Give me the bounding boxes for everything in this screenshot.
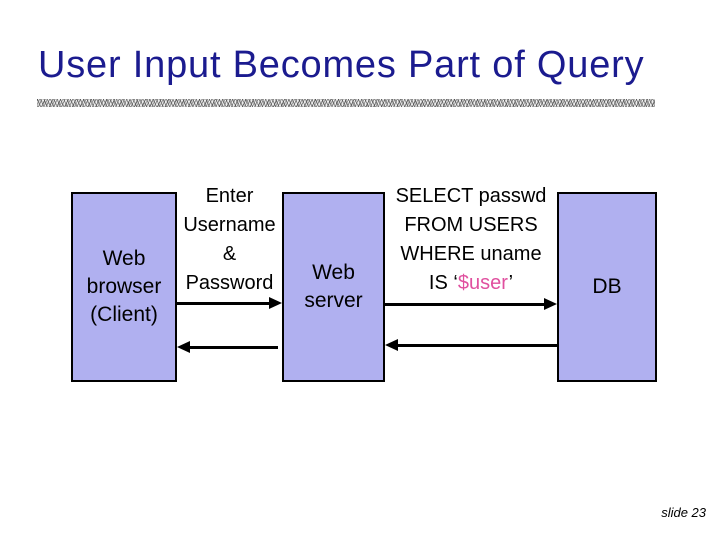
node-web-server: Web server <box>282 192 385 382</box>
message-credentials-line: & <box>222 243 237 265</box>
message-sql-query: SELECT passwd FROM USERS WHERE uname IS … <box>385 182 557 298</box>
message-credentials: Enter Username & Password <box>172 182 287 298</box>
node-web-browser-line: browser <box>86 275 162 298</box>
node-db: DB <box>557 192 657 382</box>
sql-query-prefix: IS ‘ <box>428 272 458 294</box>
arrow-db-to-server-line <box>398 344 557 347</box>
message-credentials-line: Enter <box>205 185 254 207</box>
node-web-browser: Web browser (Client) <box>71 192 177 382</box>
arrow-server-to-db-line <box>385 303 544 306</box>
message-sql-query-line: WHERE uname <box>400 243 542 265</box>
node-web-server-line: Web <box>312 261 355 284</box>
node-web-browser-line: (Client) <box>90 303 158 326</box>
message-sql-query-line: FROM USERS <box>404 214 538 236</box>
node-db-line: DB <box>592 275 622 298</box>
sql-query-user-variable: $user <box>457 272 509 294</box>
message-credentials-line: Username <box>183 214 276 236</box>
message-credentials-line: Password <box>185 272 274 294</box>
arrow-server-to-browser-head-icon <box>177 341 190 353</box>
arrow-server-to-browser-line <box>190 346 278 349</box>
arrow-db-to-server-head-icon <box>385 339 398 351</box>
arrow-browser-to-server-line <box>177 302 272 305</box>
arrow-server-to-db-head-icon <box>544 298 557 310</box>
node-web-browser-line: Web <box>102 247 146 270</box>
message-sql-query-line: SELECT passwd <box>395 185 547 207</box>
title-divider-bar <box>37 99 655 107</box>
sql-query-suffix: ’ <box>508 272 514 294</box>
arrow-browser-to-server-head-icon <box>269 297 282 309</box>
slide-number: slide 23 <box>661 505 706 520</box>
slide-title: User Input Becomes Part of Query <box>38 44 645 86</box>
message-sql-query-final-line: IS ‘$user’ <box>385 269 557 298</box>
node-web-server-line: server <box>304 289 363 312</box>
